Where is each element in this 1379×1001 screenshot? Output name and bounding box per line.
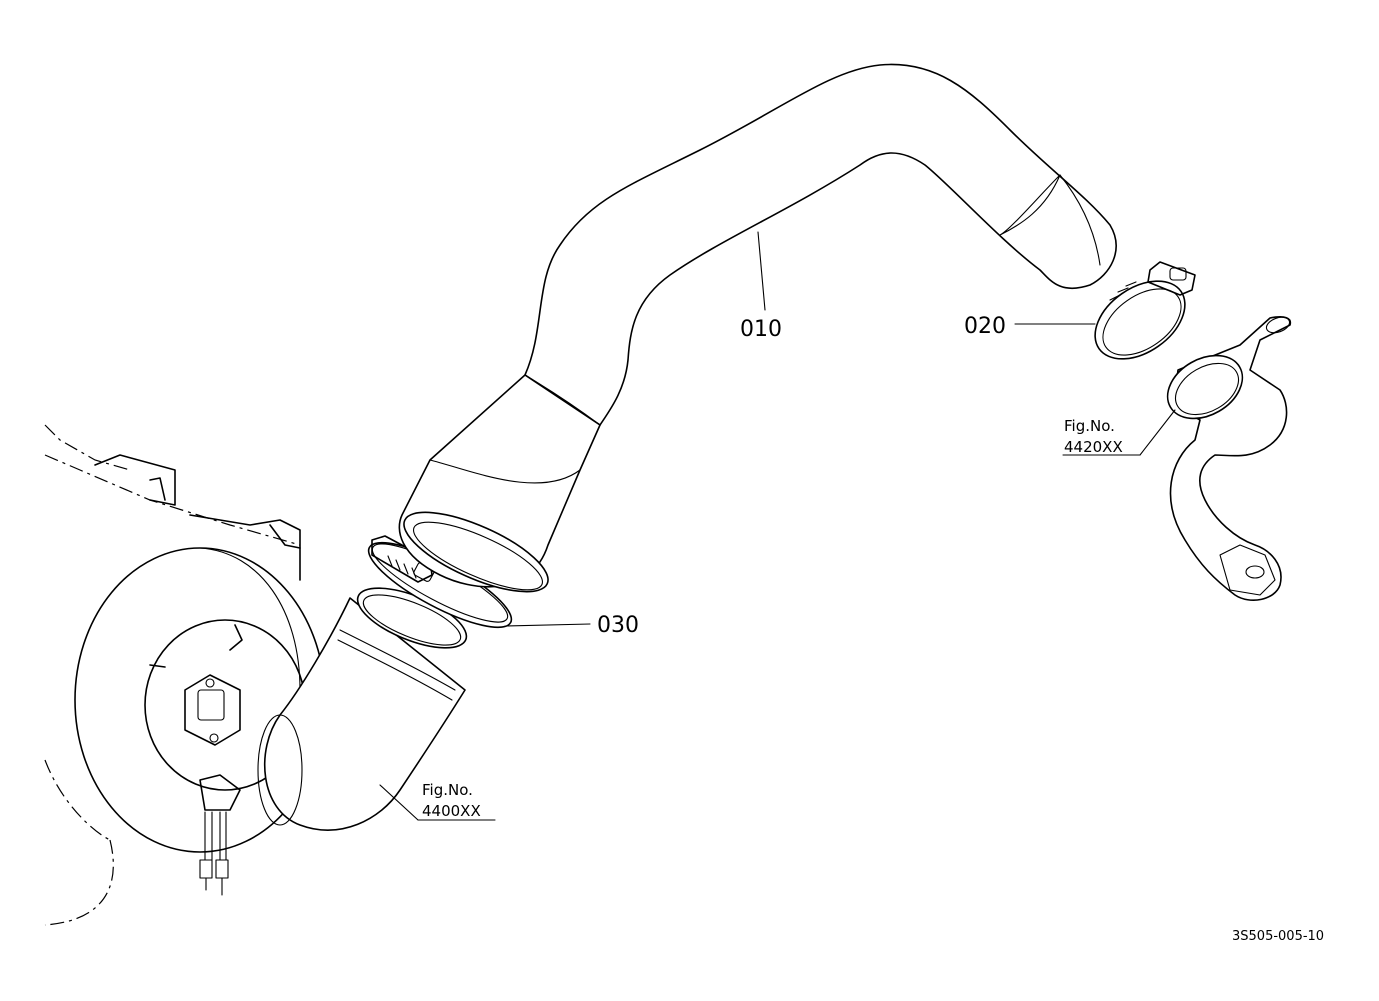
callout-020: 020 [964, 314, 1006, 339]
callout-010: 010 [740, 317, 782, 342]
leader-lines [379, 231, 1176, 821]
drawing-code: 3S505-005-10 [1232, 929, 1324, 944]
fig-ref-right-line2: 4420XX [1064, 438, 1123, 456]
turbo-outlet-pipe [1166, 316, 1292, 601]
fig-ref-left-line1: Fig.No. [422, 781, 473, 799]
air-cleaner-housing [44, 424, 326, 926]
fig-ref-right-line1: Fig.No. [1064, 417, 1115, 435]
hose-clamp-030 [367, 535, 513, 629]
hose-clamp-020 [1094, 261, 1196, 360]
callout-030: 030 [597, 613, 639, 638]
intake-elbow-pipe [257, 587, 468, 831]
fig-ref-left-line2: 4400XX [422, 802, 481, 820]
air-intake-hose-010 [398, 63, 1117, 593]
